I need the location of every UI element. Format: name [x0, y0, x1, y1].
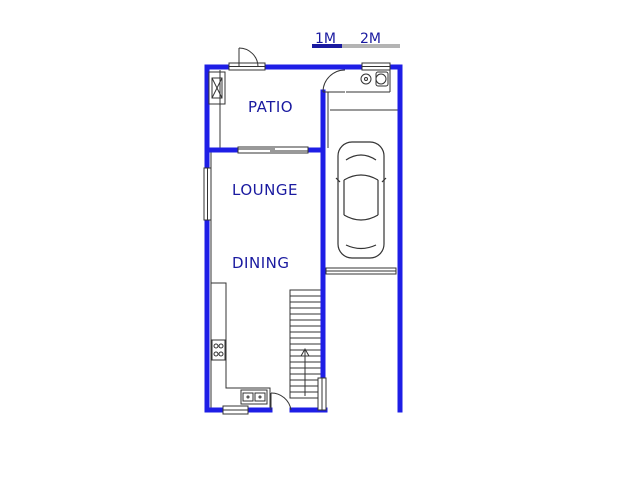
- patio-entry-door-icon: [238, 47, 259, 68]
- room-label-lounge: LOUNGE: [232, 181, 298, 199]
- scale-label-2m: 2M: [360, 31, 381, 47]
- room-label-patio: PATIO: [248, 98, 293, 116]
- walls: [204, 64, 403, 413]
- stove-icon: [211, 339, 226, 361]
- toilet-icon: [360, 71, 389, 87]
- scale-label-1m: 1M: [315, 31, 336, 47]
- doors: [238, 47, 346, 411]
- car-icon: [335, 141, 387, 259]
- room-label-dining: DINING: [232, 254, 289, 272]
- kitchen-counter-outline: [211, 282, 271, 410]
- stair-treads: [290, 295, 322, 393]
- sliding-door-patio: [237, 146, 309, 154]
- garage-door-swing-icon: [322, 69, 346, 93]
- stair-arrow-icon: [300, 347, 310, 396]
- windows: [203, 62, 397, 415]
- front-door-icon: [270, 392, 292, 411]
- scale-bar: 1M 2M: [312, 31, 400, 48]
- sink-icon: [240, 389, 268, 405]
- braai-icon: [208, 71, 226, 105]
